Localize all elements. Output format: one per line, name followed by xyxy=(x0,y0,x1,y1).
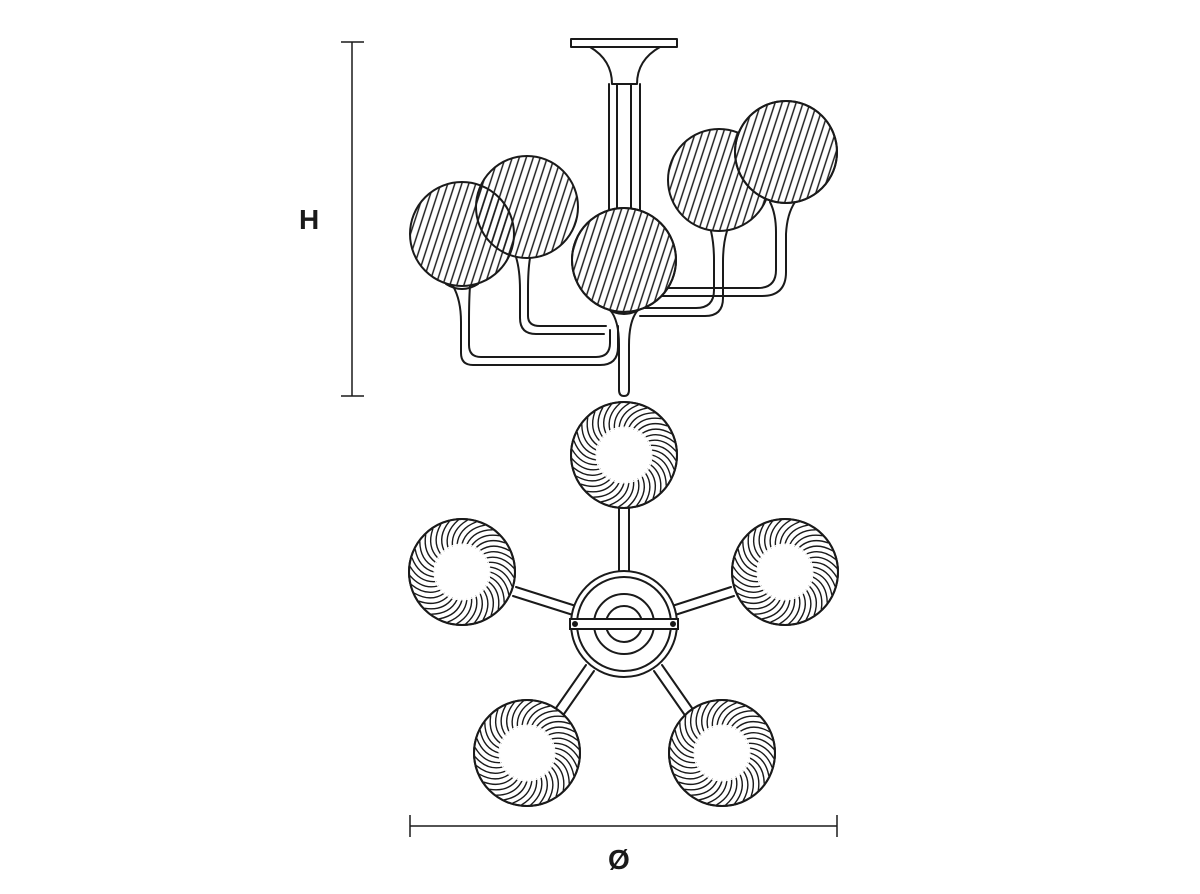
canopy-flare xyxy=(589,46,661,85)
height-dimension-line xyxy=(341,41,364,397)
arm-left-back xyxy=(515,256,607,335)
arm-right-back xyxy=(639,230,728,317)
top-view xyxy=(408,401,839,807)
central-stem xyxy=(608,83,641,217)
height-label: H xyxy=(299,204,320,235)
globe-top-east xyxy=(731,518,839,626)
diameter-dimension-line xyxy=(409,815,838,837)
ceiling-canopy xyxy=(570,38,678,48)
arm-left-front xyxy=(452,285,619,366)
arm-right-front xyxy=(651,201,796,297)
center-drop xyxy=(609,309,639,397)
globe-side-right xyxy=(734,100,838,204)
neck-1 xyxy=(445,283,479,290)
globe-top-southeast xyxy=(668,699,776,807)
globe-side-center xyxy=(571,207,677,313)
globe-top-southwest xyxy=(473,699,581,807)
top-view-globes xyxy=(408,401,839,807)
side-view xyxy=(409,38,838,397)
diameter-label: Ø xyxy=(608,844,630,875)
top-view-arms xyxy=(512,507,735,725)
globe-side-left-back xyxy=(475,155,579,259)
central-hub xyxy=(569,570,679,678)
globe-top-west xyxy=(408,518,516,626)
globe-top-north xyxy=(570,401,678,509)
